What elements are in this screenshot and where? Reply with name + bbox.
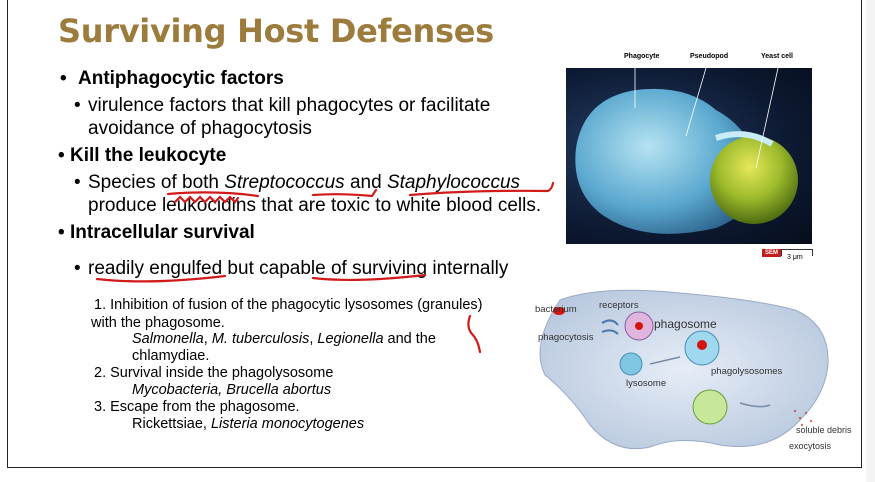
cell-body (539, 289, 829, 450)
label-exocytosis: exocytosis (789, 441, 832, 451)
sub-bullet-text: virulence factors that kill phagocytes o… (88, 95, 491, 139)
list-item-1-line-4: chlamydiae. (132, 348, 210, 364)
bullet-dot: • (58, 222, 65, 243)
of-surviving-term: of surviving (330, 258, 428, 279)
scale-bar (781, 249, 813, 256)
phagocytosis-illustration (539, 289, 829, 450)
list-item-2-line-1: 2. Survival inside the phagolysosome (94, 365, 334, 381)
list-item-1-line-2: with the phagosome. (91, 315, 225, 331)
label-lysosome: lysosome (626, 378, 667, 389)
underline-toxic-to (311, 188, 378, 198)
underline-of-surviving (311, 273, 427, 282)
list-item-1-line-3: Salmonella, M. tuberculosis, Legionella … (132, 331, 436, 347)
label-receptors: receptors (599, 300, 639, 311)
bullet-antiphagocytic: • Antiphagocytic factors (60, 68, 284, 90)
label-pseudopod: Pseudopod (690, 53, 729, 60)
sem-labels: Phagocyte Pseudopod Yeast cell (566, 53, 812, 67)
bullet-heading: Kill the leukocyte (70, 145, 227, 166)
sub-bullet-virulence: • virulence factors that kill phagocytes … (74, 94, 548, 140)
slide-frame (7, 0, 862, 468)
underline-readily-engulfed (95, 274, 227, 283)
pseudopod (715, 131, 774, 147)
bracket-mark (467, 314, 482, 354)
toxic-to-term: toxic to (330, 195, 392, 216)
bullet-intracellular: •Intracellular survival (58, 222, 255, 244)
label-phagocytosis: phagocytosis (538, 332, 594, 343)
list-item-1-line-1: 1. Inhibition of fusion of the phagocyti… (94, 297, 483, 313)
list-item-2-line-2: Mycobacteria, Brucella abortus (132, 382, 332, 398)
bacterium-dot (553, 307, 565, 315)
bullet-dot: • (60, 68, 67, 89)
bullet-dot: • (74, 258, 81, 279)
scribble-leukocidins (173, 195, 240, 204)
label-soluble-debris: soluble debris (796, 425, 852, 435)
label-phagocyte: Phagocyte (624, 53, 660, 60)
phagocyte-illustration (575, 88, 798, 234)
sem-micrograph (566, 68, 812, 244)
phagocyte-cell (575, 88, 758, 234)
underline-white-blood-cells (408, 181, 555, 197)
bullet-dot: • (74, 95, 81, 116)
underline-leukocidins (166, 191, 260, 198)
label-bacterium: bacterium (535, 304, 577, 315)
bullet-dot: • (74, 172, 81, 193)
slide-title: Surviving Host Defenses (58, 12, 494, 50)
white-blood-cells-term: white blood cells (396, 195, 536, 216)
readily-engulfed-term: readily engulfed (88, 258, 223, 279)
label-yeast-cell: Yeast cell (761, 53, 793, 60)
scale-label: 3 μm (787, 254, 803, 261)
bullet-heading: Intracellular survival (70, 222, 255, 243)
sub-bullet-leukocidins: •Species of both Streptococcus and Staph… (74, 172, 542, 216)
bullet-heading: Antiphagocytic factors (78, 68, 284, 89)
list-item-3-line-2: Rickettsiae, Listeria monocytogenes (132, 416, 365, 432)
yeast-cell (710, 136, 798, 224)
phagocytosis-diagram: bacterium receptors phagosome phagocytos… (530, 285, 860, 455)
label-phagosome: phagosome (654, 317, 717, 331)
sem-badge: SEM (762, 249, 782, 257)
bullet-kill-leukocyte: •Kill the leukocyte (58, 145, 226, 167)
phagolysosome-2 (692, 389, 728, 425)
label-phagolysosomes: phagolysosomes (711, 366, 783, 377)
lysosome (619, 352, 643, 376)
sub-bullet-engulfed: •readily engulfed but capable of survivi… (74, 258, 509, 279)
window-edge (866, 0, 875, 482)
list-item-3-line-1: 3. Escape from the phagosome. (94, 399, 300, 415)
bullet-dot: • (58, 145, 65, 166)
